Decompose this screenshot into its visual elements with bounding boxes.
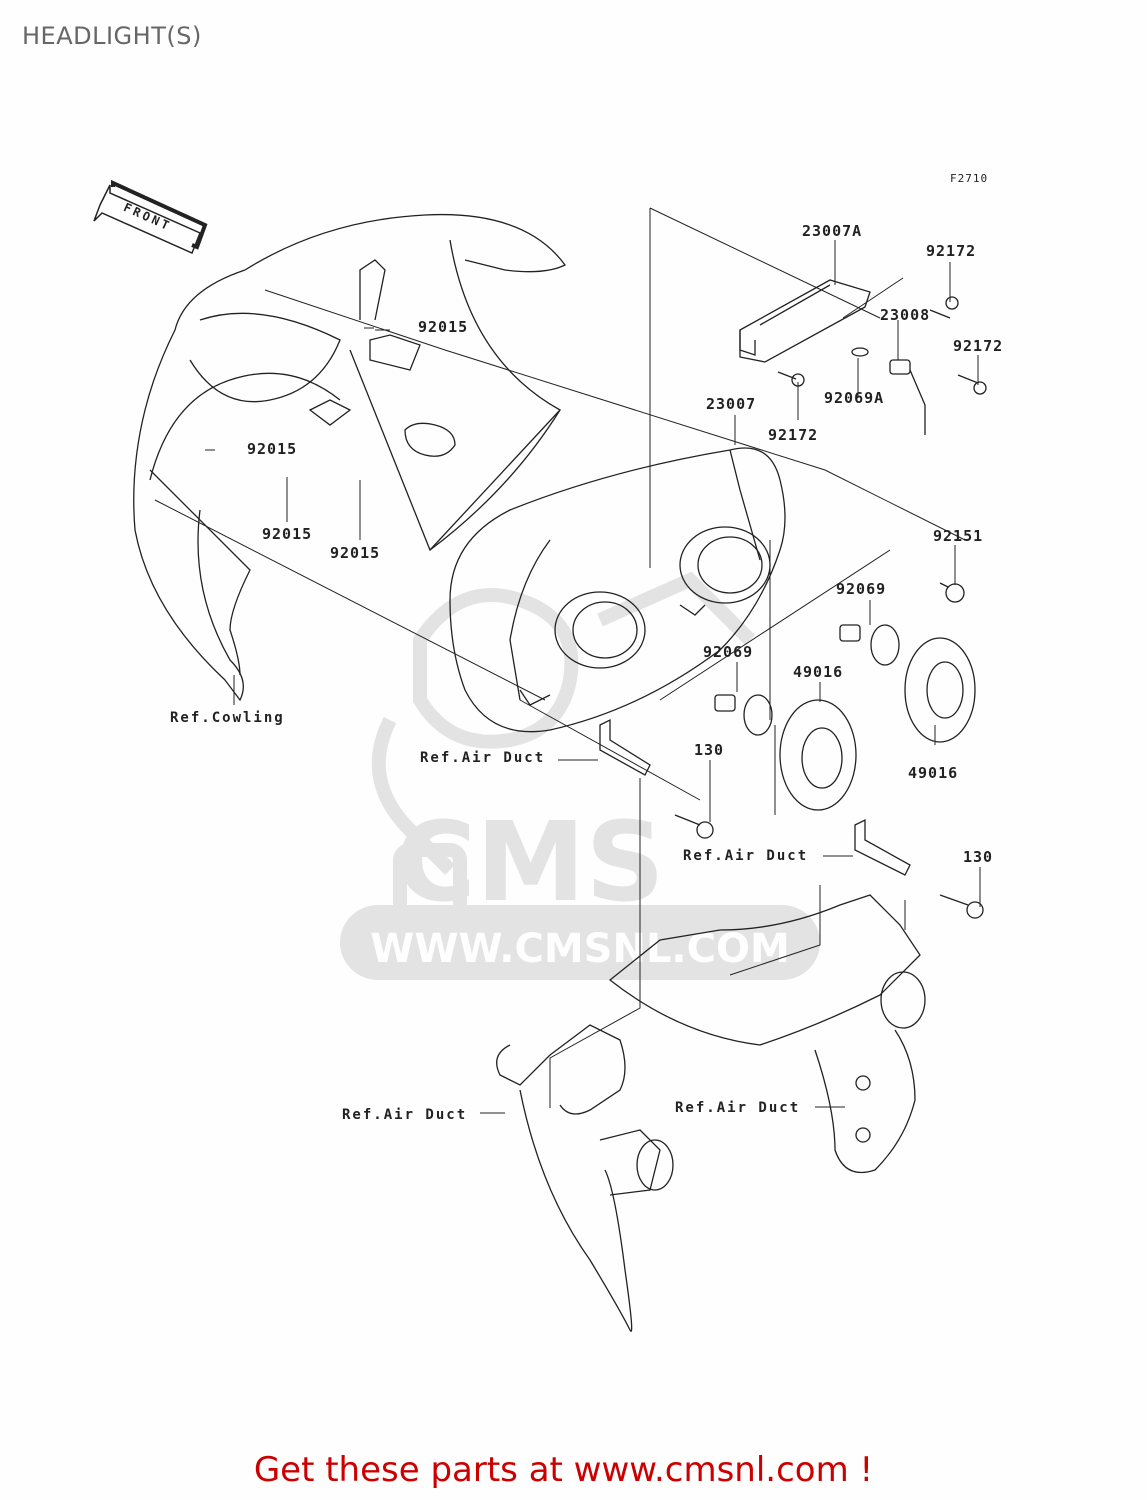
bulb-socket-23008 <box>889 359 926 435</box>
screw-92172-c <box>777 371 805 387</box>
bulb-92069-b <box>714 694 773 736</box>
part-label-92151[interactable]: 92151 <box>933 527 984 545</box>
headlight-cover <box>739 279 871 363</box>
part-label-92015[interactable]: 92015 <box>247 440 298 458</box>
svg-text:WWW.CMSNL.COM: WWW.CMSNL.COM <box>370 926 790 972</box>
screw-92172-b <box>957 374 987 395</box>
promo-footer-text[interactable]: Get these parts at www.cmsnl.com ! <box>253 1450 874 1490</box>
svg-text:CMS: CMS <box>395 798 664 926</box>
part-label-92069[interactable]: 92069 <box>836 580 887 598</box>
ref-label-air-duct: Ref.Air Duct <box>420 750 546 766</box>
part-label-92172[interactable]: 92172 <box>953 337 1004 355</box>
bracket-air-duct-2 <box>854 818 911 876</box>
part-label-92069[interactable]: 92069 <box>703 643 754 661</box>
part-label-92015[interactable]: 92015 <box>262 525 313 543</box>
clip-92069a <box>851 347 869 357</box>
part-label-23008[interactable]: 23008 <box>880 306 931 324</box>
ref-label-air-duct: Ref.Air Duct <box>683 848 809 864</box>
part-label-92069a[interactable]: 92069A <box>824 389 885 407</box>
cap-49016-a <box>779 699 857 811</box>
air-duct-right <box>608 894 926 1174</box>
promo-footer-link[interactable]: Get these parts at www.cmsnl.com ! <box>0 1450 1147 1490</box>
front-arrow-icon <box>93 179 208 255</box>
cap-49016-b <box>904 637 976 743</box>
part-label-23007[interactable]: 23007 <box>706 395 757 413</box>
cms-watermark-logo: CMS WWW.CMSNL.COM <box>340 798 820 980</box>
leader-lines <box>154 207 981 1114</box>
part-label-49016[interactable]: 49016 <box>908 764 959 782</box>
bracket-air-duct-1 <box>599 718 651 776</box>
figure-code: F2710 <box>950 172 989 185</box>
cowling-outline <box>133 213 566 702</box>
cms-watermark <box>371 571 755 927</box>
part-label-92015[interactable]: 92015 <box>418 318 469 336</box>
bulb-92069-a <box>839 624 900 666</box>
page-title: HEADLIGHT(S) <box>22 22 202 50</box>
part-label-23007a[interactable]: 23007A <box>802 222 863 240</box>
bolt-130-b <box>939 894 984 919</box>
headlight-assembly <box>449 447 786 733</box>
ref-label-air-duct: Ref.Air Duct <box>342 1107 468 1123</box>
part-label-130[interactable]: 130 <box>694 741 725 759</box>
ref-label-air-duct: Ref.Air Duct <box>675 1100 801 1116</box>
bolt-130-a <box>674 814 714 839</box>
screw-92172-a <box>929 296 959 319</box>
bolt-92151 <box>939 582 965 603</box>
part-label-92172[interactable]: 92172 <box>768 426 819 444</box>
ref-label-cowling: Ref.Cowling <box>170 710 285 726</box>
part-label-130[interactable]: 130 <box>963 848 994 866</box>
part-label-49016[interactable]: 49016 <box>793 663 844 681</box>
air-duct-left <box>496 1024 674 1332</box>
part-label-92172[interactable]: 92172 <box>926 242 977 260</box>
part-label-92015[interactable]: 92015 <box>330 544 381 562</box>
